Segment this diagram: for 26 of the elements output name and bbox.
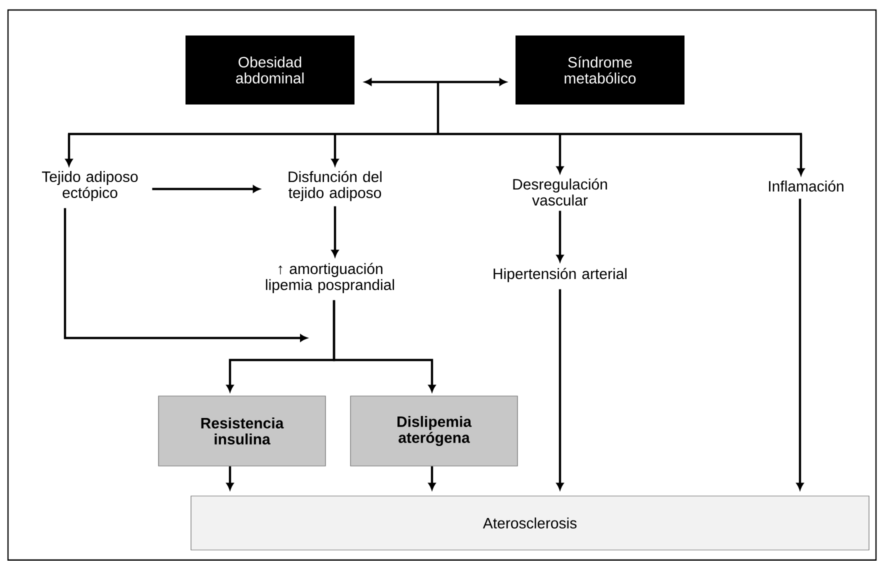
connector-line bbox=[66, 80, 804, 136]
node-text: Desregulación vascular bbox=[513, 178, 607, 206]
heading-box: Obesidad abdominal bbox=[186, 36, 354, 104]
arrow bbox=[226, 466, 234, 490]
process-box: Resistencia insulina bbox=[158, 396, 326, 466]
arrow bbox=[331, 206, 339, 257]
node-text: Tejido adiposo ectópico bbox=[42, 171, 138, 201]
node-text: ↑ amortiguación lipemia posprandial bbox=[266, 262, 394, 294]
heading-box: Síndrome metabólico bbox=[516, 36, 684, 104]
outcome-box: Aterosclerosis bbox=[190, 496, 870, 550]
arrow bbox=[332, 300, 436, 392]
node-text: Hipertensión arterial bbox=[494, 268, 626, 282]
arrow bbox=[64, 208, 308, 342]
arrow bbox=[556, 210, 564, 262]
arrow bbox=[364, 78, 506, 86]
arrow bbox=[331, 134, 339, 166]
arrow bbox=[797, 134, 805, 176]
arrow bbox=[556, 134, 564, 174]
process-box: Dislipemia aterógena bbox=[350, 396, 518, 466]
arrow bbox=[556, 289, 564, 490]
arrow bbox=[65, 134, 73, 166]
node-text: Disfunción del tejido adiposo bbox=[288, 170, 382, 202]
arrow bbox=[796, 198, 804, 490]
node-text: Inflamación bbox=[769, 180, 844, 192]
arrow bbox=[428, 466, 436, 490]
arrow bbox=[152, 185, 260, 193]
